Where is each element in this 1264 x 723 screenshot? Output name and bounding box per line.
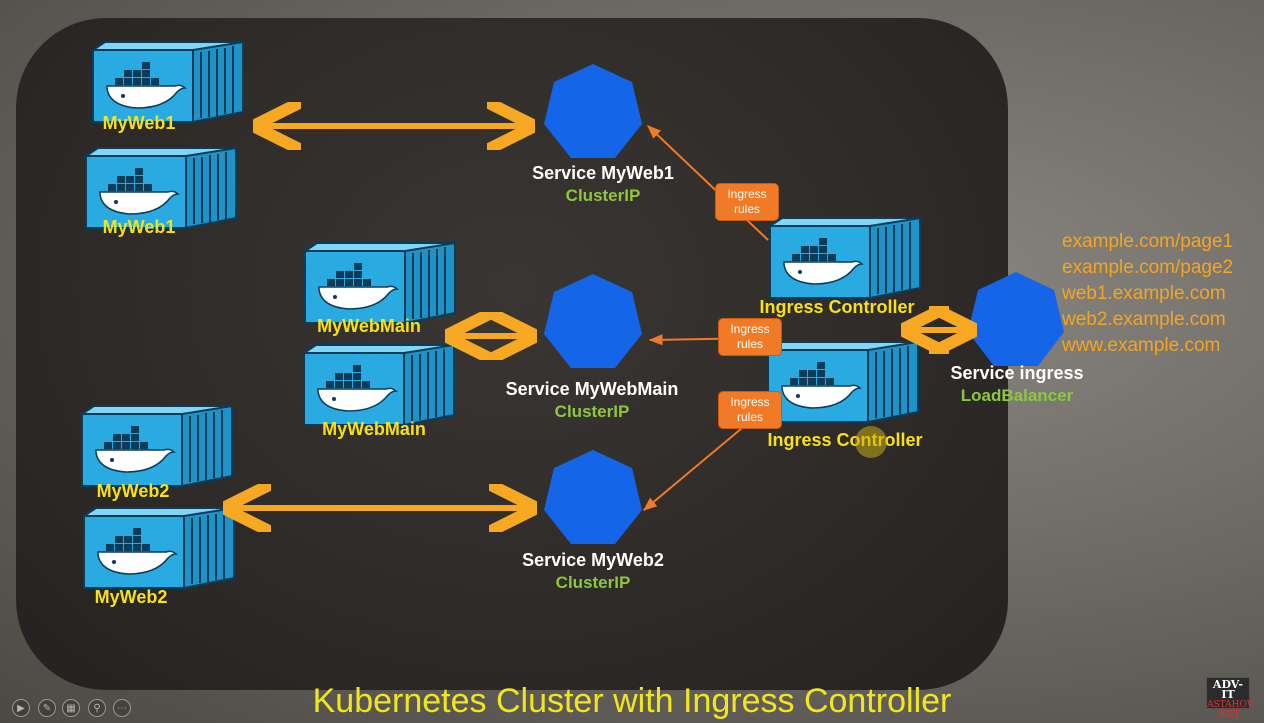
service-type: LoadBalancer bbox=[960, 386, 1074, 405]
brand-logo: ADV-IT ASTAHOV .NET bbox=[1206, 677, 1254, 720]
pod-container-icon bbox=[304, 242, 456, 324]
service-type: ClusterIP bbox=[554, 402, 630, 421]
slide-title: Kubernetes Cluster with Ingress Controll… bbox=[312, 682, 952, 720]
pod-label: MyWeb2 bbox=[96, 481, 170, 501]
url-item: example.com/page1 bbox=[1062, 231, 1234, 252]
pod-label: MyWebMain bbox=[317, 316, 421, 336]
pen-icon[interactable]: ✎ bbox=[38, 699, 56, 717]
pod-label: MyWeb2 bbox=[94, 587, 168, 607]
rule-arrow-1 bbox=[646, 125, 769, 241]
pod-container-icon bbox=[303, 344, 455, 426]
pod-container-icon bbox=[81, 405, 233, 487]
service-name: Service MyWebMain bbox=[505, 379, 679, 399]
ingress-controller-label: Ingress Controller bbox=[759, 297, 915, 317]
service-type: ClusterIP bbox=[555, 573, 631, 592]
pointer-highlight bbox=[855, 426, 887, 458]
service-myweb2-icon bbox=[544, 450, 642, 544]
play-icon[interactable]: ▶ bbox=[12, 699, 30, 717]
ingress-controller-icon bbox=[769, 217, 921, 299]
pod-container-icon bbox=[92, 41, 244, 123]
url-item: web1.example.com bbox=[1062, 283, 1226, 304]
zoom-icon[interactable]: ⚲ bbox=[88, 699, 106, 717]
pod-container-icon bbox=[83, 507, 235, 589]
url-item: web2.example.com bbox=[1062, 309, 1226, 330]
pod-container-icon bbox=[85, 147, 237, 229]
url-list: example.com/page1 example.com/page2 web1… bbox=[1062, 229, 1233, 359]
pod-label: MyWebMain bbox=[322, 419, 426, 439]
service-name: Service MyWeb1 bbox=[532, 163, 674, 183]
service-name: Service ingress bbox=[950, 363, 1084, 383]
service-type: ClusterIP bbox=[565, 186, 641, 205]
service-myweb1-icon bbox=[544, 64, 642, 158]
slides-icon[interactable]: ▦ bbox=[62, 699, 80, 717]
ingress-controller-label: Ingress Controller bbox=[767, 430, 923, 450]
service-mywebmain-icon bbox=[544, 274, 642, 368]
ingress-controller-icon bbox=[767, 341, 919, 423]
pod-label: MyWeb1 bbox=[102, 113, 176, 133]
pod-label: MyWeb1 bbox=[102, 217, 176, 237]
url-item: example.com/page2 bbox=[1062, 257, 1234, 278]
service-ingress-icon bbox=[968, 272, 1064, 366]
more-icon[interactable]: ⋯ bbox=[113, 699, 131, 717]
service-name: Service MyWeb2 bbox=[522, 550, 664, 570]
url-item: www.example.com bbox=[1062, 335, 1221, 356]
